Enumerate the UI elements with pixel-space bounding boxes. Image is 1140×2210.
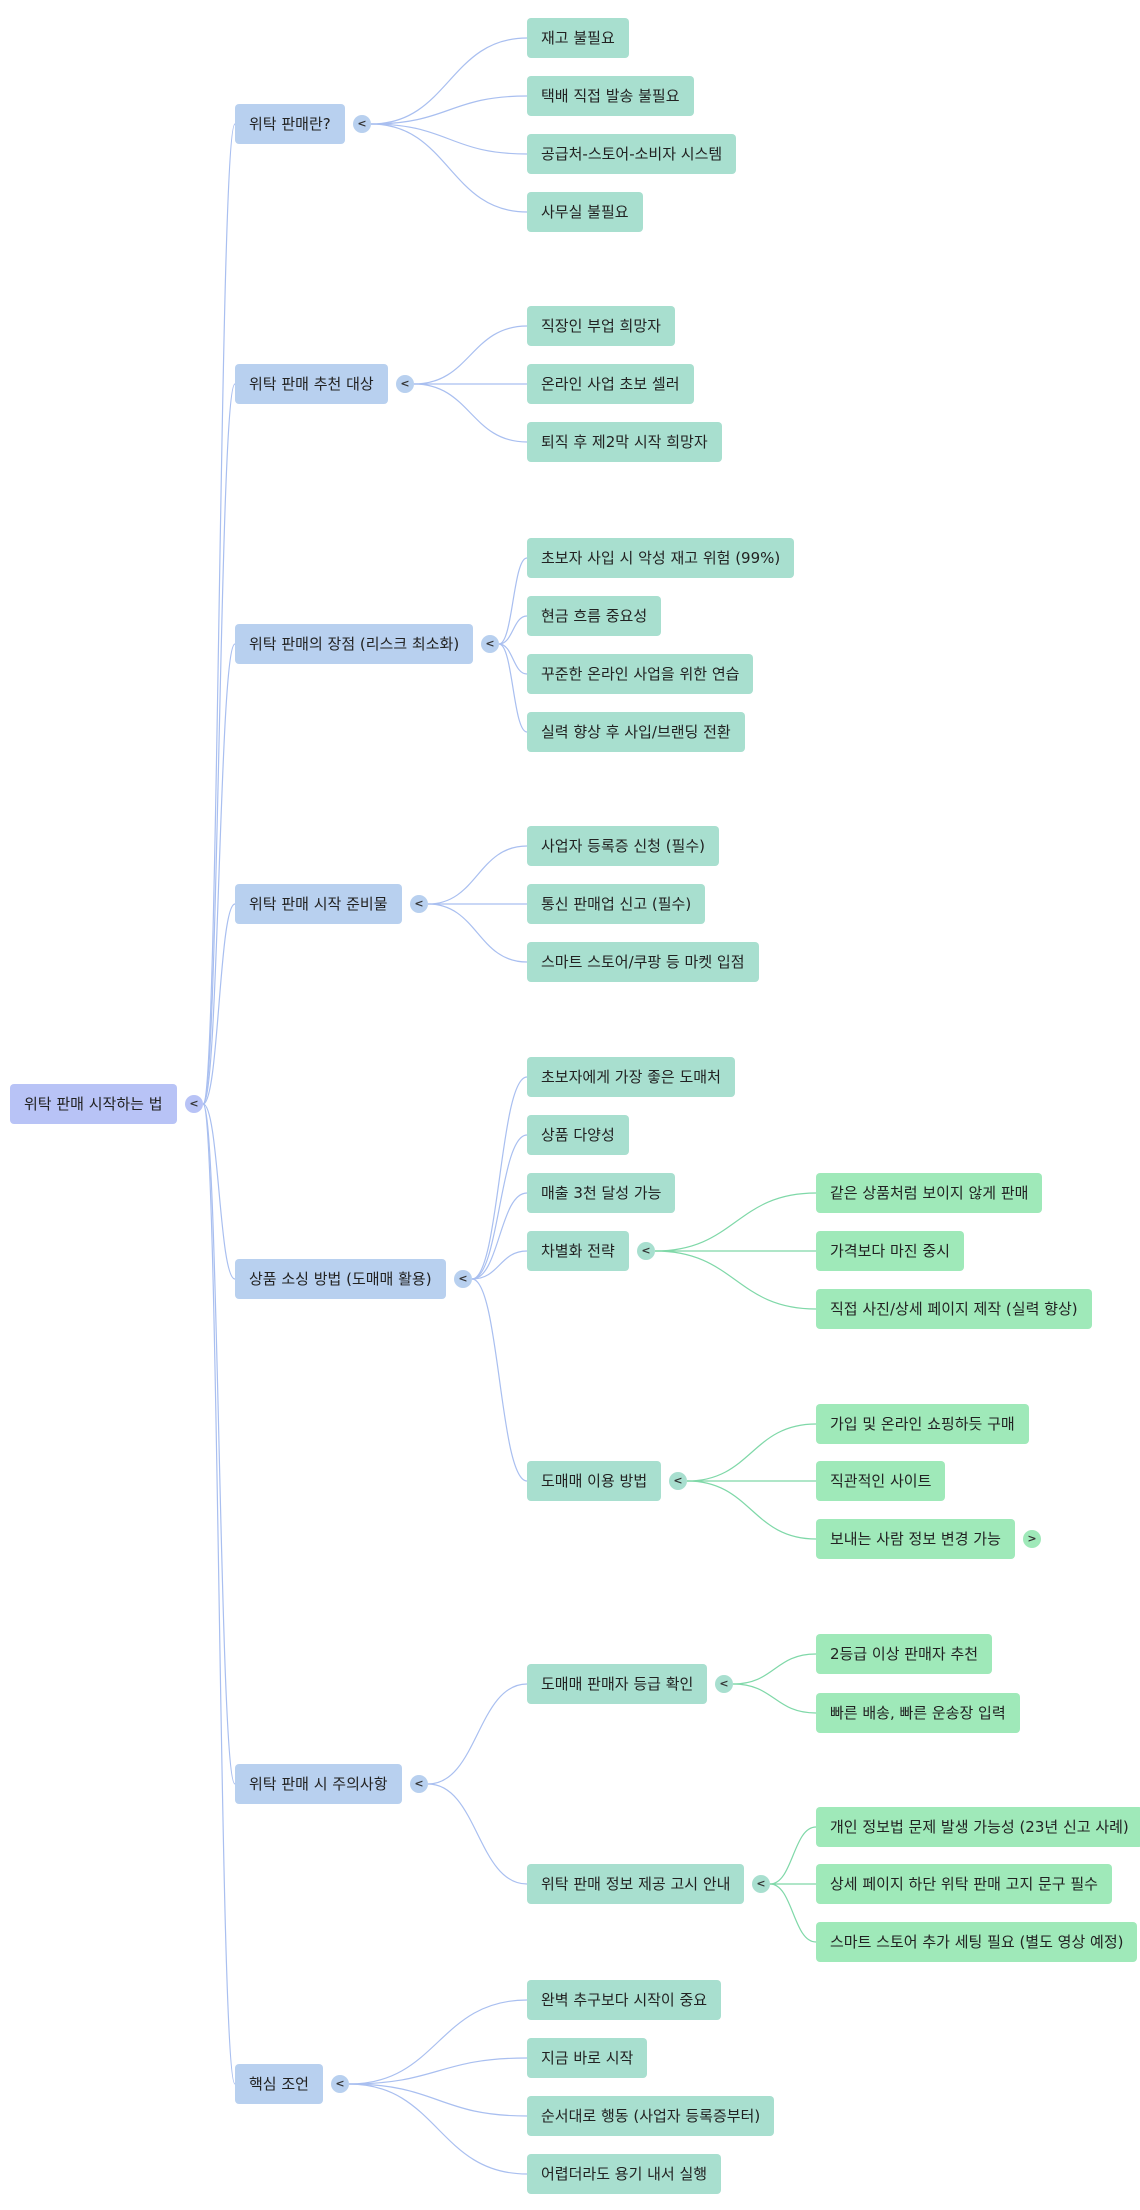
branch-node-3[interactable]: 위탁 판매 시작 준비물 [235, 884, 402, 924]
leaf-node[interactable]: 직관적인 사이트 [816, 1461, 946, 1501]
connector-line [370, 123, 528, 155]
leaf-node[interactable]: 매출 3천 달성 가능 [527, 1173, 676, 1213]
connector-line [498, 643, 528, 733]
collapse-toggle-subbranch[interactable]: < [715, 1675, 733, 1693]
connector-line [202, 1103, 236, 1280]
expand-toggle-leaf[interactable]: > [1023, 1530, 1041, 1548]
connector-line [370, 95, 528, 125]
leaf-node[interactable]: 재고 불필요 [527, 18, 629, 58]
connector-line [413, 325, 528, 385]
leaf-node[interactable]: 직접 사진/상세 페이지 제작 (실력 향상) [816, 1289, 1092, 1329]
connector-line [732, 1683, 817, 1714]
collapse-toggle-subbranch[interactable]: < [669, 1472, 687, 1490]
connector-line [202, 1103, 236, 2085]
connector-line [202, 1103, 236, 1785]
connector-line [471, 1250, 528, 1280]
leaf-node[interactable]: 2등급 이상 판매자 추천 [816, 1634, 993, 1674]
connector-line [370, 37, 528, 125]
branch-node-4[interactable]: 상품 소싱 방법 (도매매 활용) [235, 1259, 446, 1299]
connector-line [732, 1653, 817, 1685]
leaf-node[interactable]: 스마트 스토어 추가 세팅 필요 (별도 영상 예정) [816, 1922, 1138, 1962]
leaf-node[interactable]: 어렵더라도 용기 내서 실행 [527, 2154, 722, 2194]
connector-line [471, 1192, 528, 1280]
connector-line [202, 383, 236, 1105]
connector-line [686, 1423, 817, 1482]
connector-line [427, 903, 528, 963]
connector-line [348, 2057, 528, 2085]
collapse-toggle-root[interactable]: < [185, 1095, 203, 1113]
leaf-node[interactable]: 스마트 스토어/쿠팡 등 마켓 입점 [527, 942, 759, 982]
leaf-node[interactable]: 퇴직 후 제2막 시작 희망자 [527, 422, 722, 462]
subbranch-node[interactable]: 도매매 판매자 등급 확인 [527, 1664, 708, 1704]
connector-line [427, 1683, 528, 1785]
leaf-node[interactable]: 택배 직접 발송 불필요 [527, 76, 694, 116]
connector-line [427, 1783, 528, 1885]
collapse-toggle-subbranch[interactable]: < [752, 1875, 770, 1893]
collapse-toggle-subbranch[interactable]: < [637, 1242, 655, 1260]
connector-line [471, 1134, 528, 1280]
root-node[interactable]: 위탁 판매 시작하는 법 [10, 1084, 177, 1124]
leaf-node[interactable]: 현금 흐름 중요성 [527, 596, 662, 636]
leaf-node[interactable]: 직장인 부업 희망자 [527, 306, 675, 346]
collapse-toggle-branch-2[interactable]: < [481, 635, 499, 653]
leaf-node[interactable]: 가입 및 온라인 쇼핑하듯 구매 [816, 1404, 1029, 1444]
collapse-toggle-branch-4[interactable]: < [454, 1270, 472, 1288]
connector-line [370, 123, 528, 213]
connector-line [686, 1480, 817, 1540]
connector-line [471, 1278, 528, 1482]
collapse-toggle-branch-5[interactable]: < [410, 1775, 428, 1793]
collapse-toggle-branch-0[interactable]: < [353, 115, 371, 133]
connector-line [348, 2083, 528, 2175]
leaf-node[interactable]: 공급처-스토어-소비자 시스템 [527, 134, 737, 174]
connector-line [471, 1076, 528, 1280]
connector-line [202, 123, 236, 1105]
leaf-node[interactable]: 초보자에게 가장 좋은 도매처 [527, 1057, 735, 1097]
connector-line [769, 1826, 817, 1885]
branch-node-1[interactable]: 위탁 판매 추천 대상 [235, 364, 388, 404]
branch-node-6[interactable]: 핵심 조언 [235, 2064, 323, 2104]
connector-line [654, 1250, 817, 1310]
leaf-node[interactable]: 상세 페이지 하단 위탁 판매 고지 문구 필수 [816, 1864, 1112, 1904]
leaf-node[interactable]: 보내는 사람 정보 변경 가능 [816, 1519, 1015, 1559]
leaf-node[interactable]: 사업자 등록증 신청 (필수) [527, 826, 720, 866]
collapse-toggle-branch-3[interactable]: < [410, 895, 428, 913]
leaf-node[interactable]: 같은 상품처럼 보이지 않게 판매 [816, 1173, 1043, 1213]
leaf-node[interactable]: 가격보다 마진 중시 [816, 1231, 964, 1271]
collapse-toggle-branch-1[interactable]: < [396, 375, 414, 393]
connector-line [202, 903, 236, 1105]
leaf-node[interactable]: 통신 판매업 신고 (필수) [527, 884, 706, 924]
leaf-node[interactable]: 지금 바로 시작 [527, 2038, 648, 2078]
leaf-node[interactable]: 완벽 추구보다 시작이 중요 [527, 1980, 722, 2020]
leaf-node[interactable]: 온라인 사업 초보 셀러 [527, 364, 694, 404]
subbranch-node[interactable]: 도매매 이용 방법 [527, 1461, 662, 1501]
branch-node-2[interactable]: 위탁 판매의 장점 (리스크 최소화) [235, 624, 474, 664]
branch-node-0[interactable]: 위탁 판매란? [235, 104, 345, 144]
subbranch-node[interactable]: 차별화 전략 [527, 1231, 629, 1271]
connector-line [498, 557, 528, 645]
connector-line [413, 383, 528, 443]
leaf-node[interactable]: 개인 정보법 문제 발생 가능성 (23년 신고 사례) [816, 1807, 1140, 1847]
leaf-node[interactable]: 사무실 불필요 [527, 192, 643, 232]
connector-line [348, 2083, 528, 2117]
subbranch-node[interactable]: 위탁 판매 정보 제공 고시 안내 [527, 1864, 745, 1904]
leaf-node[interactable]: 꾸준한 온라인 사업을 위한 연습 [527, 654, 754, 694]
connector-line [654, 1192, 817, 1252]
leaf-node[interactable]: 빠른 배송, 빠른 운송장 입력 [816, 1693, 1020, 1733]
connector-line [348, 1999, 528, 2085]
connector-line [769, 1883, 817, 1943]
connector-line [498, 615, 528, 645]
connector-line [498, 643, 528, 675]
leaf-node[interactable]: 상품 다양성 [527, 1115, 629, 1155]
collapse-toggle-branch-6[interactable]: < [331, 2075, 349, 2093]
branch-node-5[interactable]: 위탁 판매 시 주의사항 [235, 1764, 402, 1804]
connector-line [202, 643, 236, 1105]
leaf-node[interactable]: 순서대로 행동 (사업자 등록증부터) [527, 2096, 775, 2136]
leaf-node[interactable]: 실력 향상 후 사입/브랜딩 전환 [527, 712, 745, 752]
leaf-node[interactable]: 초보자 사입 시 악성 재고 위험 (99%) [527, 538, 795, 578]
connector-line [427, 845, 528, 905]
